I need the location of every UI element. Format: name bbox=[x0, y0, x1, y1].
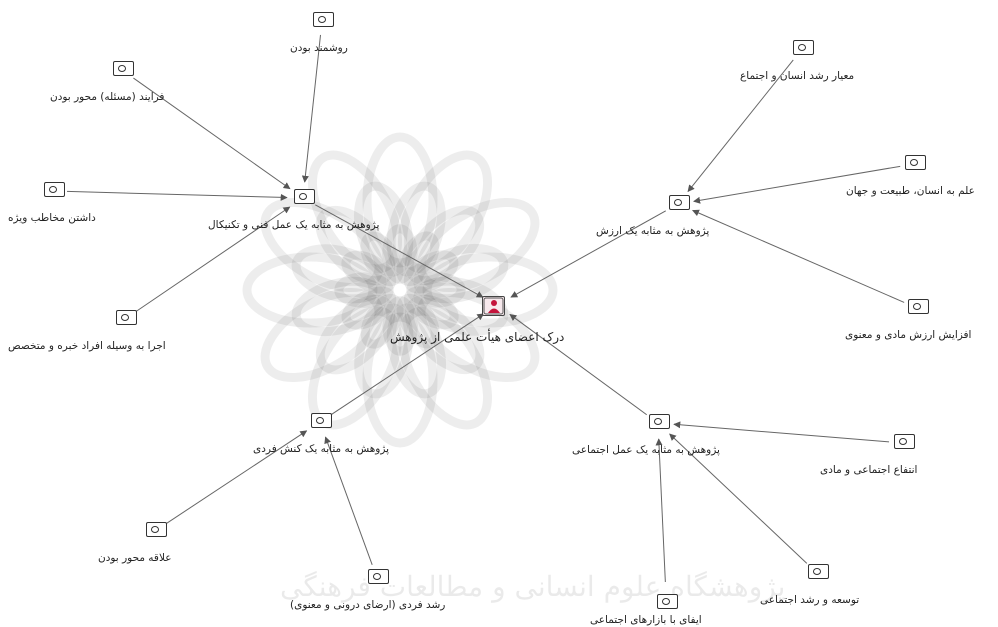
node-label: معیار رشد انسان و اجتماع bbox=[740, 70, 855, 82]
edge-arrow bbox=[692, 209, 905, 303]
watermark-petal bbox=[341, 286, 397, 330]
watermark-petal bbox=[242, 252, 378, 328]
watermark-petal bbox=[386, 181, 446, 277]
person-group-icon bbox=[482, 296, 505, 316]
node-label: ایفای با بازارهای اجتماعی bbox=[590, 614, 702, 626]
watermark-text: پژوهشگاه علوم انسانی و مطالعات فرهنگی bbox=[280, 570, 786, 603]
watermark-petal bbox=[260, 197, 384, 293]
code-icon bbox=[294, 189, 315, 204]
watermark-petal bbox=[362, 132, 438, 268]
watermark-petal bbox=[413, 276, 509, 336]
edge-arrow bbox=[669, 433, 808, 564]
watermark-petal bbox=[354, 303, 414, 399]
edge-arrow bbox=[673, 421, 890, 443]
edge-arrow bbox=[315, 204, 484, 298]
code-icon bbox=[894, 434, 915, 449]
node-label: روشمند بودن bbox=[290, 42, 348, 54]
node-label: رشد فردی (ارضای درونی و معنوی) bbox=[290, 599, 446, 611]
watermark-petal bbox=[341, 250, 397, 294]
code-icon bbox=[113, 61, 134, 76]
watermark-petal bbox=[307, 150, 403, 274]
watermark-petal bbox=[353, 181, 414, 277]
watermark-petal bbox=[382, 224, 418, 284]
edge-arrow bbox=[324, 436, 373, 566]
edge-arrow bbox=[133, 77, 291, 190]
watermark-petal bbox=[403, 286, 459, 330]
code-icon bbox=[793, 40, 814, 55]
code-icon bbox=[905, 155, 926, 170]
code-icon bbox=[311, 413, 332, 428]
watermark-petal bbox=[396, 231, 440, 287]
code-icon bbox=[657, 594, 678, 609]
code-icon bbox=[116, 310, 137, 325]
node-label: درک اعضای هیأت علمی از پژوهش bbox=[390, 330, 565, 344]
code-icon bbox=[146, 522, 167, 537]
watermark-petal bbox=[260, 287, 384, 383]
watermark-petal bbox=[362, 312, 438, 448]
edge-arrow bbox=[510, 210, 667, 298]
node-label: علاقه محور بودن bbox=[98, 552, 172, 564]
edge-arrow bbox=[687, 59, 794, 193]
code-icon bbox=[368, 569, 389, 584]
node-label: فرایند (مسئله) محور بودن bbox=[50, 91, 165, 103]
node-label: پژوهش به مثابه یک ارزش bbox=[596, 225, 710, 237]
watermark-petal bbox=[403, 250, 459, 294]
edge-arrow bbox=[693, 165, 901, 204]
watermark-petal bbox=[386, 303, 447, 399]
watermark-petal bbox=[397, 150, 493, 274]
node-label: توسعه و رشد اجتماعی bbox=[760, 594, 860, 606]
watermark-petal bbox=[360, 231, 404, 287]
edge-arrow bbox=[136, 206, 291, 312]
watermark-petal bbox=[334, 272, 394, 308]
edge-arrow bbox=[301, 34, 322, 183]
node-label: داشتن مخاطب ویژه bbox=[8, 212, 96, 224]
node-label: افزایش ارزش مادی و معنوی bbox=[845, 329, 972, 341]
watermark-petal bbox=[413, 243, 509, 304]
node-label: انتفاع اجتماعی و مادی bbox=[820, 464, 918, 476]
watermark-petal bbox=[360, 293, 404, 349]
edge-arrow bbox=[166, 430, 308, 524]
node-label: علم به انسان، طبیعت و جهان bbox=[846, 185, 975, 197]
node-label: پژوهش به مثابه یک عمل اجتماعی bbox=[572, 444, 720, 456]
node-label: پژوهش به مثابه یک کنش فردی bbox=[253, 443, 390, 455]
code-icon bbox=[649, 414, 670, 429]
node-label: پژوهش به مثابه یک عمل فنی و تکنیکال bbox=[208, 219, 380, 231]
code-icon bbox=[44, 182, 65, 197]
code-icon bbox=[808, 564, 829, 579]
watermark-petal bbox=[396, 293, 440, 349]
edge-arrow bbox=[331, 313, 485, 415]
watermark-petal bbox=[315, 294, 396, 375]
edge-arrow bbox=[509, 314, 648, 416]
watermark-petal bbox=[382, 296, 418, 356]
watermark-petal bbox=[291, 276, 387, 337]
edge-arrow bbox=[66, 190, 288, 201]
watermark-petal bbox=[315, 205, 396, 286]
watermark-petal bbox=[404, 205, 485, 286]
watermark-rosette bbox=[242, 132, 558, 448]
watermark-petal bbox=[291, 244, 387, 304]
watermark-petal bbox=[397, 306, 493, 430]
code-icon bbox=[908, 299, 929, 314]
watermark-petal bbox=[406, 272, 466, 308]
code-icon bbox=[313, 12, 334, 27]
edge-arrow bbox=[655, 438, 666, 583]
node-label: اجرا به وسیله افراد خبره و متخصص bbox=[8, 340, 166, 352]
code-icon bbox=[669, 195, 690, 210]
watermark-petal bbox=[422, 252, 558, 328]
watermark-petal bbox=[416, 197, 540, 293]
